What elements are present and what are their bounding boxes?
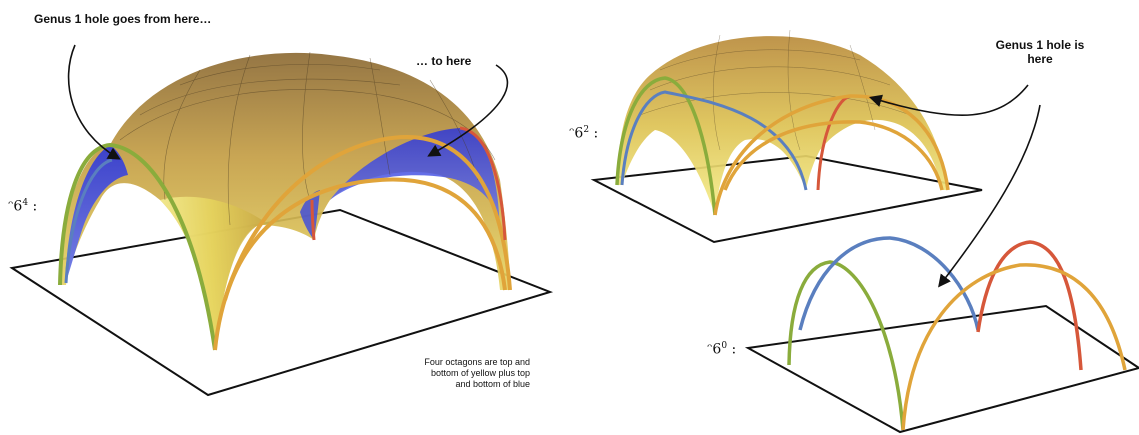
o2-arrow-to-hole — [868, 84, 1029, 117]
o0-blue-arc — [798, 236, 980, 331]
o4-blue-surface-left — [65, 145, 128, 282]
o2-ground-plane — [590, 154, 983, 244]
o4-arrow-from — [67, 44, 121, 160]
label-o0-colon: : — [731, 341, 737, 358]
o2-figure — [590, 29, 1029, 244]
annotation-hole-is-line2: here — [1027, 52, 1053, 66]
o4-red-stub — [310, 199, 316, 241]
label-o4-exp: 4 — [22, 198, 29, 208]
label-o0: ᵔ60 : — [707, 341, 736, 358]
label-o2-base: ᵔ6 — [569, 125, 584, 142]
label-o2-colon: : — [593, 125, 599, 142]
label-o4: ᵔ64 : — [8, 198, 37, 215]
label-o4-colon: : — [32, 198, 38, 215]
o0-orange-arc — [901, 263, 1127, 431]
o2-orange-arc-inner — [723, 120, 944, 191]
o2-blue-arc — [620, 90, 808, 191]
o2-dome-surface — [617, 36, 948, 215]
label-o0-base: ᵔ6 — [707, 341, 722, 358]
annotation-hole-from: Genus 1 hole goes from here… — [34, 12, 212, 26]
o0-red-arc — [976, 240, 1083, 371]
o4-figure — [9, 44, 554, 397]
octagon-note-line3: and bottom of blue — [455, 379, 530, 389]
o2-red-arc — [816, 94, 851, 191]
o4-arrow-to — [427, 64, 509, 157]
o4-green-arc — [58, 142, 217, 351]
o2-green-arc — [615, 76, 717, 216]
o4-orange-arc-inner — [223, 177, 507, 301]
octagon-note: Four octagons are top and bottom of yell… — [390, 357, 530, 390]
o0-green-arc — [787, 260, 905, 431]
label-o4-base: ᵔ6 — [8, 198, 23, 215]
o4-blue-inner — [300, 190, 320, 240]
o0-arrow-from-hole — [938, 104, 1041, 288]
annotation-hole-is-line1: Genus 1 hole is — [995, 38, 1085, 52]
label-o2: ᵔ62 : — [569, 125, 598, 142]
octagon-note-line2: bottom of yellow plus top — [430, 368, 530, 378]
o2-orange-arc-outer — [713, 94, 950, 216]
o4-dome-surface — [60, 52, 510, 350]
annotation-hole-to: … to here — [416, 54, 472, 68]
annotation-hole-is: Genus 1 hole is here — [980, 38, 1100, 66]
label-o2-exp: 2 — [583, 125, 590, 135]
octagon-note-line1: Four octagons are top and — [424, 357, 530, 367]
label-o0-exp: 0 — [721, 341, 728, 351]
o4-blue-arc — [64, 158, 113, 284]
o4-red-arc — [459, 126, 507, 241]
o0-figure — [744, 104, 1139, 434]
o0-ground-plane — [744, 304, 1139, 434]
